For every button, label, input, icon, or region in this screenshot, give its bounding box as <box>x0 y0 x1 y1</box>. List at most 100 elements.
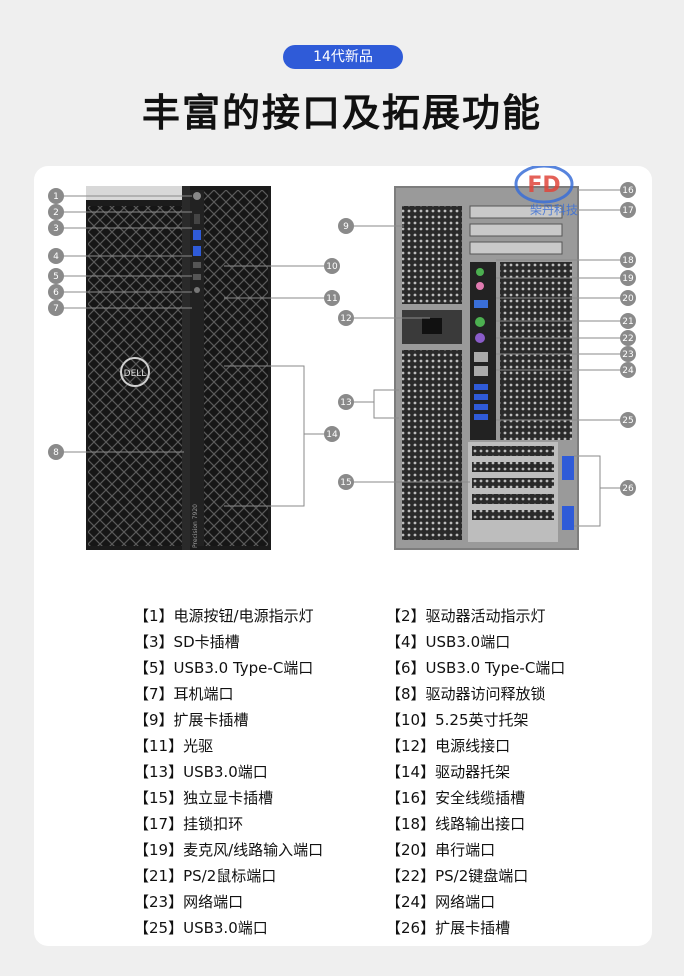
page-title: 丰富的接口及拓展功能 <box>141 91 542 135</box>
callout-marker: 18 <box>620 252 636 268</box>
legend-row: 【21】PS/2鼠标端口 【22】PS/2键盘端口 <box>134 863 594 889</box>
callout-marker: 23 <box>620 346 636 362</box>
legend-item: 【4】USB3.0端口 <box>386 633 511 651</box>
callout-number: 25 <box>622 416 633 426</box>
callout-marker: 1 <box>48 188 64 204</box>
callout-marker: 12 <box>338 310 354 326</box>
legend-row: 【25】USB3.0端口 【26】扩展卡插槽 <box>134 915 594 941</box>
callout-number: 1 <box>53 192 59 202</box>
callout-marker: 9 <box>338 218 354 234</box>
legend-item: 【9】扩展卡插槽 <box>134 711 249 729</box>
legend-item: 【16】安全线缆插槽 <box>386 789 526 807</box>
callout-marker: 5 <box>48 268 64 284</box>
callout-number: 5 <box>53 272 59 282</box>
legend-item: 【15】独立显卡插槽 <box>134 789 274 807</box>
callout-number: 10 <box>326 262 338 272</box>
callout-marker: 7 <box>48 300 64 316</box>
legend-item: 【17】挂锁扣环 <box>134 815 244 833</box>
dell-logo <box>120 357 150 387</box>
port-legend: 【1】电源按钮/电源指示灯【2】驱动器活动指示灯【3】SD卡插槽 【4】USB3.… <box>134 603 594 941</box>
callout-number: 20 <box>622 294 634 304</box>
callout-number: 13 <box>340 398 351 408</box>
callout-marker: 4 <box>48 248 64 264</box>
callout-number: 3 <box>53 224 59 234</box>
callout-marker: 3 <box>48 220 64 236</box>
svg-text:DELL: DELL <box>124 369 147 379</box>
legend-item: 【10】5.25英寸托架 <box>386 711 529 729</box>
svg-text:Precision 7920: Precision 7920 <box>192 504 199 548</box>
legend-item: 【6】USB3.0 Type-C端口 <box>386 659 566 677</box>
svg-text:FD: FD <box>527 173 560 198</box>
callout-number: 15 <box>340 478 351 488</box>
legend-item: 【21】PS/2鼠标端口 <box>134 867 277 885</box>
callout-marker: 22 <box>620 330 636 346</box>
legend-item: 【13】USB3.0端口 <box>134 763 268 781</box>
callout-number: 8 <box>53 448 59 458</box>
legend-item: 【26】扩展卡插槽 <box>386 919 511 937</box>
callout-marker: 6 <box>48 284 64 300</box>
legend-item: 【24】网络端口 <box>386 893 496 911</box>
callout-number: 24 <box>622 366 634 376</box>
callout-number: 22 <box>622 334 633 344</box>
legend-row: 【3】SD卡插槽 【4】USB3.0端口 <box>134 629 594 655</box>
front-tower: DELL Precision 7920 <box>86 186 271 550</box>
callout-number: 17 <box>622 206 633 216</box>
callout-number: 7 <box>53 304 59 314</box>
callout-marker: 8 <box>48 444 64 460</box>
legend-item: 【5】USB3.0 Type-C端口 <box>134 659 314 677</box>
legend-item: 【12】电源线接口 <box>386 737 511 755</box>
legend-item: 【22】PS/2键盘端口 <box>386 867 529 885</box>
legend-row: 【19】麦克风/线路输入端口 【20】串行端口 <box>134 837 594 863</box>
legend-item: 【7】耳机端口 <box>134 685 234 703</box>
callout-number: 18 <box>622 256 634 266</box>
callout-marker: 15 <box>338 474 354 490</box>
callout-marker: 25 <box>620 412 636 428</box>
callout-number: 14 <box>326 430 338 440</box>
callout-number: 12 <box>340 314 351 324</box>
callout-number: 9 <box>343 222 349 232</box>
product-card: DELL Precision 7920 <box>34 166 652 946</box>
callout-marker: 26 <box>620 480 636 496</box>
callout-marker: 16 <box>620 182 636 198</box>
callout-number: 19 <box>622 274 634 284</box>
callout-number: 23 <box>622 350 633 360</box>
legend-item: 【23】网络端口 <box>134 893 244 911</box>
callout-number: 11 <box>326 294 337 304</box>
legend-item: 【19】麦克风/线路输入端口 <box>134 841 324 859</box>
callout-marker: 19 <box>620 270 636 286</box>
callout-marker: 24 <box>620 362 636 378</box>
callout-number: 16 <box>622 186 634 196</box>
callout-marker: 21 <box>620 313 636 329</box>
legend-row: 【1】电源按钮/电源指示灯【2】驱动器活动指示灯 <box>134 603 594 629</box>
callout-marker: 2 <box>48 204 64 220</box>
callout-marker: 10 <box>324 258 340 274</box>
callout-number: 6 <box>53 288 59 298</box>
callout-number: 4 <box>53 252 59 262</box>
legend-row: 【9】扩展卡插槽 【10】5.25英寸托架 <box>134 707 594 733</box>
legend-item: 【3】SD卡插槽 <box>134 633 240 651</box>
legend-item: 【14】驱动器托架 <box>386 763 511 781</box>
rear-tower <box>394 186 579 550</box>
callout-marker: 11 <box>324 290 340 306</box>
legend-item: 【20】串行端口 <box>386 841 496 859</box>
watermark-logo: FD 柴丹科技 <box>514 166 578 217</box>
callout-number: 26 <box>622 484 634 494</box>
legend-row: 【15】独立显卡插槽 【16】安全线缆插槽 <box>134 785 594 811</box>
new-product-badge: 14代新品 <box>283 45 403 69</box>
workstation-diagram: DELL Precision 7920 <box>48 166 636 550</box>
callout-marker: 17 <box>620 202 636 218</box>
legend-row: 【5】USB3.0 Type-C端口 【6】USB3.0 Type-C端口 <box>134 655 594 681</box>
legend-item: 【25】USB3.0端口 <box>134 919 268 937</box>
legend-row: 【23】网络端口 【24】网络端口 <box>134 889 594 915</box>
svg-text:柴丹科技: 柴丹科技 <box>530 203 578 217</box>
callout-marker: 20 <box>620 290 636 306</box>
legend-item: 【8】驱动器访问释放锁 <box>386 685 546 703</box>
legend-item: 【18】线路输出接口 <box>386 815 526 833</box>
callout-number: 2 <box>53 208 59 218</box>
legend-item: 【11】光驱 <box>134 737 214 755</box>
callout-number: 21 <box>622 317 633 327</box>
legend-row: 【7】耳机端口 【8】驱动器访问释放锁 <box>134 681 594 707</box>
legend-row: 【11】光驱 【12】电源线接口 <box>134 733 594 759</box>
legend-row: 【13】USB3.0端口 【14】驱动器托架 <box>134 759 594 785</box>
callout-marker: 13 <box>338 394 354 410</box>
